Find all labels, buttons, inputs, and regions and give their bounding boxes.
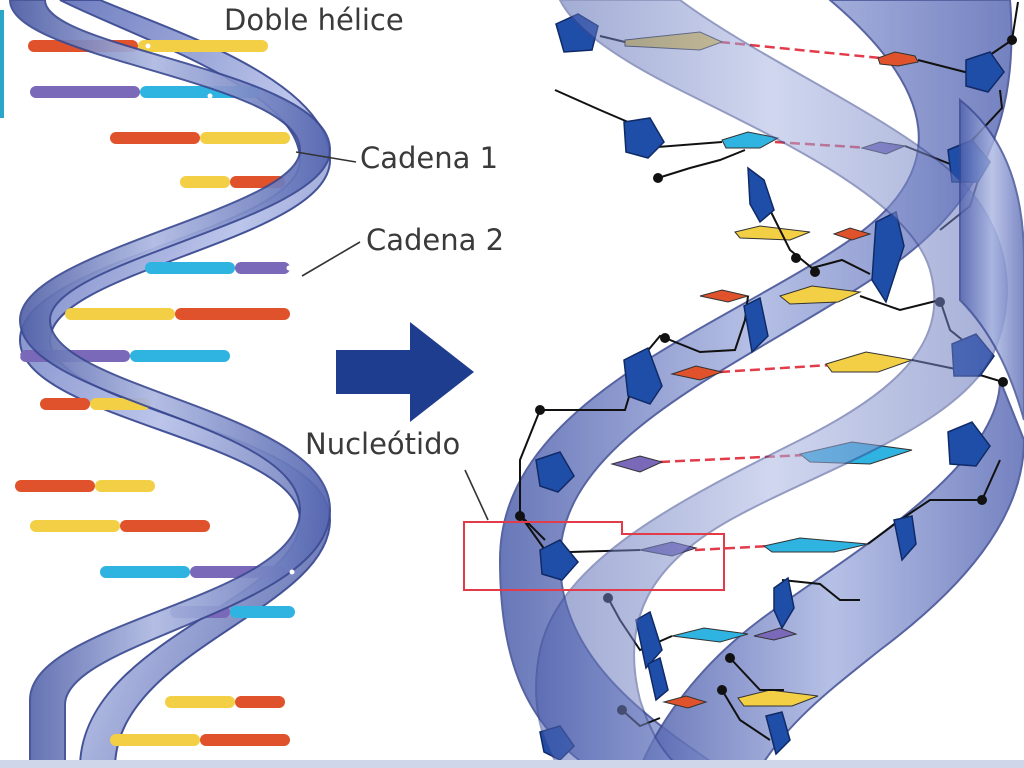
base-pair [235, 696, 285, 708]
base-pair [15, 480, 95, 492]
bottom-strip [0, 760, 1024, 768]
base-pair [110, 734, 200, 746]
sugar-pentagons [535, 13, 1005, 761]
base-cyan [671, 627, 749, 643]
base-pair [95, 480, 155, 492]
base-purple [753, 627, 798, 641]
edge-marker [0, 10, 4, 118]
base-pair [138, 40, 268, 52]
base-pair [235, 262, 290, 274]
strand-dots [15, 43, 295, 575]
right-edge-ribbon [959, 97, 1024, 421]
strand-1-label: Cadena 1 [360, 141, 499, 175]
left-helix [8, 0, 332, 768]
base-pair [30, 520, 120, 532]
base-pair [120, 520, 210, 532]
base-yellow [734, 225, 811, 241]
base-pair [40, 398, 90, 410]
base-yellow [825, 351, 914, 373]
base-red [699, 289, 750, 303]
diagram-title: Doble hélice [224, 3, 404, 37]
base-pair [65, 308, 175, 320]
base-pair [165, 696, 235, 708]
base-pair [130, 350, 230, 362]
base-red [877, 51, 919, 67]
strand-2-label: Cadena 2 [366, 223, 505, 257]
base-red [670, 365, 724, 381]
base-pair [230, 606, 295, 618]
base-cyan [762, 537, 869, 553]
base-cyan [721, 131, 780, 149]
base-yellow [778, 285, 862, 305]
base-yellow [737, 689, 819, 707]
nucleotide-label: Nucleótido [305, 427, 461, 461]
right-arrow-icon [336, 322, 474, 422]
left-strand-1 [8, 0, 332, 768]
base-pair [30, 86, 140, 98]
base-pair [110, 132, 200, 144]
base-pair [200, 132, 290, 144]
base-red [662, 695, 708, 709]
right-helix [463, 0, 1024, 768]
base-pair [100, 566, 190, 578]
base-red [832, 227, 872, 241]
base-pair [200, 734, 290, 746]
base-purple [610, 455, 664, 473]
nucleotide-highlight-box [463, 521, 725, 591]
base-pair [145, 262, 235, 274]
base-pair [180, 176, 230, 188]
label-leaders [295, 151, 489, 521]
base-pair [175, 308, 290, 320]
